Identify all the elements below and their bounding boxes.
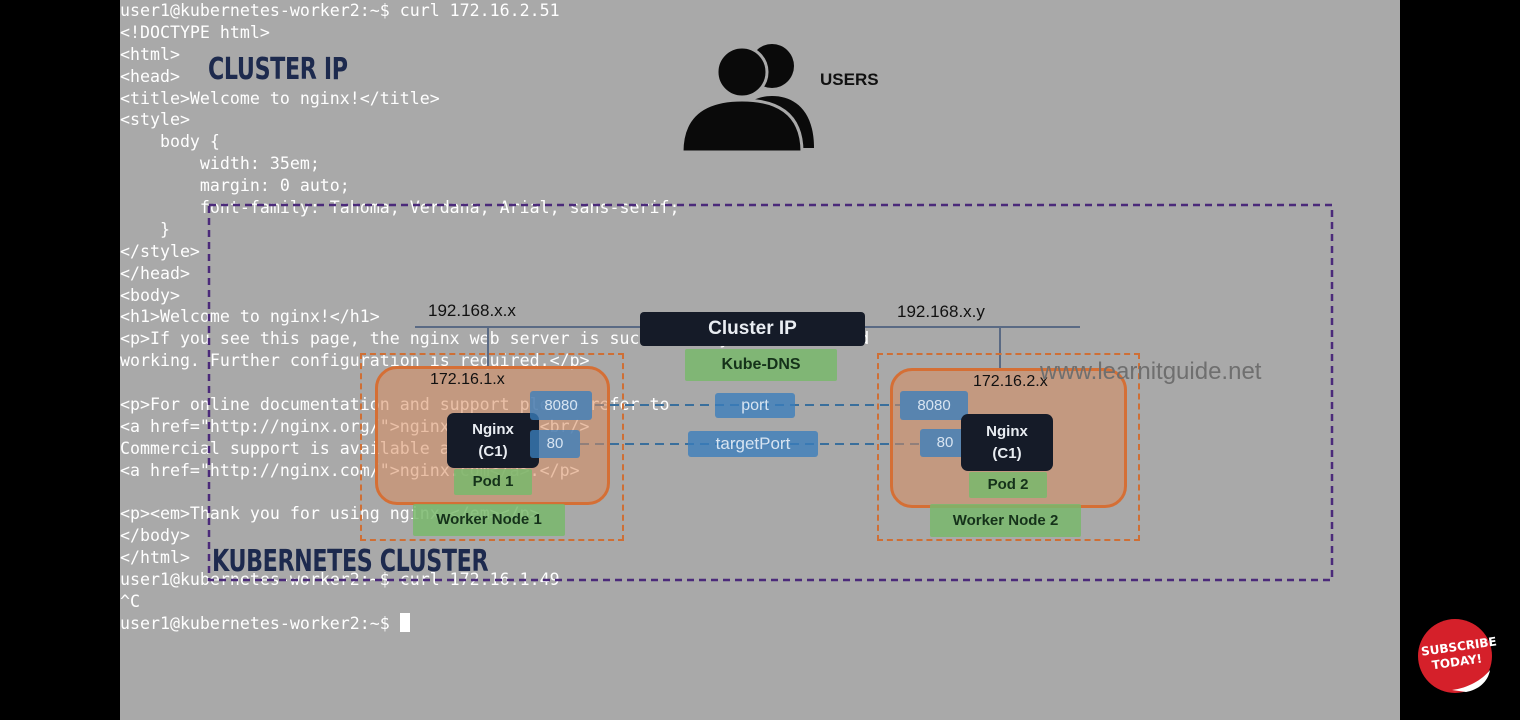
node2-port-box: 8080 <box>900 391 968 420</box>
terminal-line: user1@kubernetes-worker2:~$ curl 172.16.… <box>120 1 560 20</box>
subscribe-badge-icon <box>1418 619 1492 693</box>
port-label-box: port <box>715 393 795 418</box>
node2-subnet-label: 172.16.2.x <box>973 373 1048 390</box>
terminal-line: <body> <box>120 285 180 305</box>
node1-subnet-label: 172.16.1.x <box>430 371 505 388</box>
subscribe-badge[interactable]: SUBSCRIBE TODAY! <box>1416 618 1497 694</box>
worker-node-1-label: Worker Node 1 <box>413 504 565 536</box>
node1-nginx-container: Nginx (C1) <box>447 413 539 468</box>
pod-2-label: Pod 2 <box>969 472 1047 498</box>
terminal-prompt-line[interactable]: user1@kubernetes-worker2:~$ <box>120 612 869 635</box>
pod-1-label: Pod 1 <box>454 469 532 495</box>
terminal-output[interactable]: user1@kubernetes-worker2:~$ curl 172.16.… <box>120 0 869 635</box>
watermark-text: www.learnitguide.net <box>1040 358 1262 385</box>
terminal-line: font-family: Tahoma, Verdana, Arial, san… <box>120 198 680 218</box>
terminal-line: width: 35em; <box>120 154 320 174</box>
worker-node-2-boundary <box>877 353 1140 541</box>
terminal-line: <style> <box>120 110 190 130</box>
diagram-overlay: CLUSTER IP USERS 192.168.x.x 192.168.x.y… <box>120 0 1400 720</box>
users-icon <box>680 44 814 154</box>
terminal-line: </html> <box>120 548 190 568</box>
video-frame: user1@kubernetes-worker2:~$ curl 172.16.… <box>120 0 1400 720</box>
terminal-line: <title>Welcome to nginx!</title> <box>120 88 440 108</box>
kubernetes-cluster-label: KUBERNETES CLUSTER <box>212 544 489 579</box>
worker-node-1-boundary <box>360 353 624 541</box>
node1-target-port-box: 80 <box>530 430 580 458</box>
terminal-line: </body> <box>120 526 190 546</box>
terminal-line: </head> <box>120 263 190 283</box>
kube-dns-box: Kube-DNS <box>685 349 837 381</box>
terminal-line: ^C <box>120 592 140 612</box>
worker-node-2-label: Worker Node 2 <box>930 504 1081 537</box>
terminal-line: <h1>Welcome to nginx!</h1> <box>120 307 380 327</box>
terminal-line: user1@kubernetes-worker2:~$ curl 172.16.… <box>120 570 560 590</box>
terminal-line: margin: 0 auto; <box>120 176 350 196</box>
node2-nginx-container: Nginx (C1) <box>961 414 1053 471</box>
terminal-line: <html> <box>120 44 180 64</box>
cluster-boundary <box>207 203 1334 582</box>
terminal-line: working. Further configuration is requir… <box>120 351 590 371</box>
terminal-line: </style> <box>120 241 200 261</box>
cluster-ip-box: Cluster IP <box>640 312 865 346</box>
terminal-line: body { <box>120 132 220 152</box>
terminal-prompt: user1@kubernetes-worker2:~$ <box>120 613 400 633</box>
terminal-cursor <box>399 612 410 632</box>
node1-port-box: 8080 <box>530 391 592 420</box>
terminal-line: } <box>120 219 170 239</box>
terminal-line: <head> <box>120 66 180 86</box>
target-port-label-box: targetPort <box>688 431 818 457</box>
network-right-label: 192.168.x.y <box>897 302 985 321</box>
users-label: USERS <box>820 70 879 89</box>
terminal-line: <!DOCTYPE html> <box>120 22 270 42</box>
network-left-label: 192.168.x.x <box>428 301 516 320</box>
diagram-title: CLUSTER IP <box>208 52 348 87</box>
